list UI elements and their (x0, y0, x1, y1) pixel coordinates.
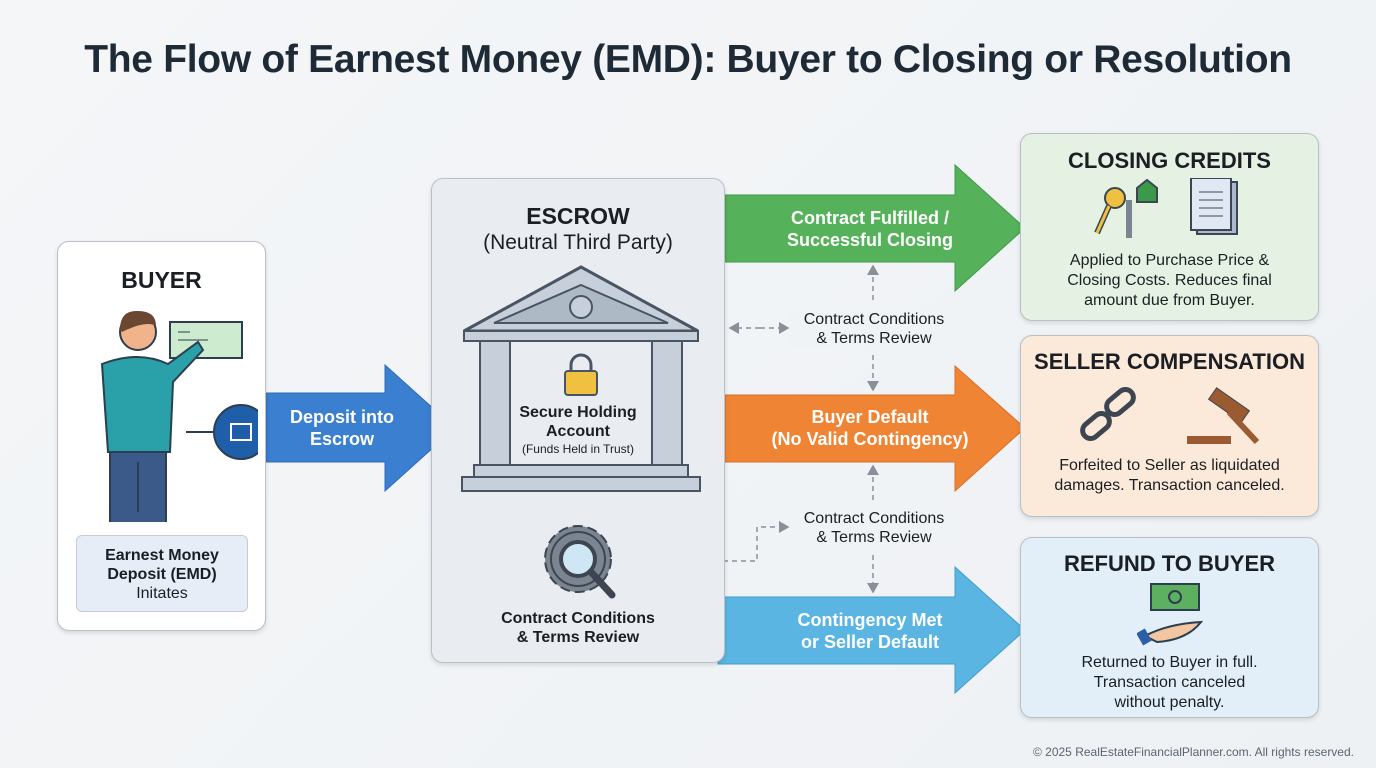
cash-hand-icon (1137, 583, 1204, 646)
holding-line1: Secure Holding (519, 404, 637, 421)
escrow-review-label: Contract Conditions & Terms Review (432, 609, 724, 647)
seller-compensation-text: Forfeited to Seller as liquidated damages… (1021, 456, 1318, 496)
review-line2: & Terms Review (516, 629, 640, 646)
cc-l1: Applied to Purchase Price & (1069, 252, 1270, 269)
default-arrow-label: Buyer Default(No Valid Contingency) (760, 406, 980, 450)
emd-line1: Earnest Money (105, 547, 219, 564)
review-line1: Contract Conditions (501, 610, 655, 627)
sc-l1: Forfeited to Seller as liquidated (1059, 457, 1280, 474)
emd-line2: Deposit (EMD) (107, 566, 217, 583)
copyright-footer: © 2025 RealEstateFinancialPlanner.com. A… (1032, 745, 1354, 759)
rf-l3: without penalty. (1114, 694, 1225, 711)
holding-line2: Account (546, 423, 610, 440)
seller-compensation-card: SELLER COMPENSATION Forfeited to Seller … (1020, 335, 1319, 517)
seller-compensation-heading: SELLER COMPENSATION (1034, 349, 1305, 374)
review-upper-line1: Contract Conditions (803, 311, 945, 328)
buyer-heading: BUYER (121, 267, 202, 293)
flow2-line1: Contingency Met (797, 610, 943, 630)
keys-document-icon (1094, 178, 1238, 238)
flow1-line1: Buyer Default (811, 407, 929, 427)
deposit-arrow-label: Deposit into Escrow (272, 406, 412, 450)
buyer-card: BUYER Earnest Money Deposit (EMD) Initat… (57, 241, 266, 631)
closing-arrow-label: Contract Fulfilled /Successful Closing (760, 207, 980, 251)
closing-credits-card: CLOSING CREDITS Applied to Purchase Pric… (1020, 133, 1319, 321)
bank-building-icon (461, 265, 701, 492)
flow2-line2: or Seller Default (800, 632, 940, 652)
sc-l2: damages. Transaction canceled. (1054, 477, 1285, 494)
escrow-subheading: (Neutral Third Party) (483, 231, 673, 254)
holding-account-label: Secure Holding Account (Funds Held in Tr… (432, 403, 724, 458)
review-label-lower: Contract Conditions & Terms Review (790, 509, 958, 547)
refund-text: Returned to Buyer in full. Transaction ca… (1021, 653, 1318, 713)
deposit-line2: Escrow (309, 429, 375, 449)
escrow-heading: ESCROW (526, 203, 630, 229)
closing-arrow (724, 163, 1026, 293)
buyer-person-icon (100, 310, 258, 522)
broken-chain-gavel-icon (1080, 387, 1260, 445)
gear-magnifier-icon (544, 525, 616, 599)
emd-initiates-box: Earnest Money Deposit (EMD) Initates (76, 535, 248, 612)
rf-l1: Returned to Buyer in full. (1081, 654, 1258, 671)
flow0-line2: Successful Closing (786, 230, 954, 250)
refund-arrow (717, 565, 1026, 695)
emd-line3: Initates (136, 585, 188, 602)
review-lower-line1: Contract Conditions (803, 510, 945, 527)
cc-l2: Closing Costs. Reduces final (1067, 272, 1272, 289)
review-lower-line2: & Terms Review (816, 529, 932, 546)
flow1-line2: (No Valid Contingency) (771, 429, 969, 449)
refund-to-buyer-card: REFUND TO BUYER Returned to Buyer in ful… (1020, 537, 1319, 718)
review-upper-line2: & Terms Review (816, 330, 932, 347)
rf-l2: Transaction canceled (1093, 674, 1246, 691)
cc-l3: amount due from Buyer. (1084, 292, 1255, 309)
page-title: The Flow of Earnest Money (EMD): Buyer t… (84, 38, 1292, 81)
deposit-arrow (265, 363, 456, 493)
flow0-line1: Contract Fulfilled / (790, 208, 949, 228)
review-label-upper: Contract Conditions & Terms Review (790, 310, 958, 348)
default-arrow (724, 364, 1026, 493)
closing-credits-heading: CLOSING CREDITS (1068, 148, 1271, 173)
holding-note: (Funds Held in Trust) (521, 442, 635, 456)
escrow-card: ESCROW (Neutral Third Party) Secure Hold… (431, 178, 725, 663)
refund-heading: REFUND TO BUYER (1063, 551, 1276, 576)
deposit-line1: Deposit into (290, 407, 394, 427)
closing-credits-text: Applied to Purchase Price & Closing Costs… (1021, 251, 1318, 311)
